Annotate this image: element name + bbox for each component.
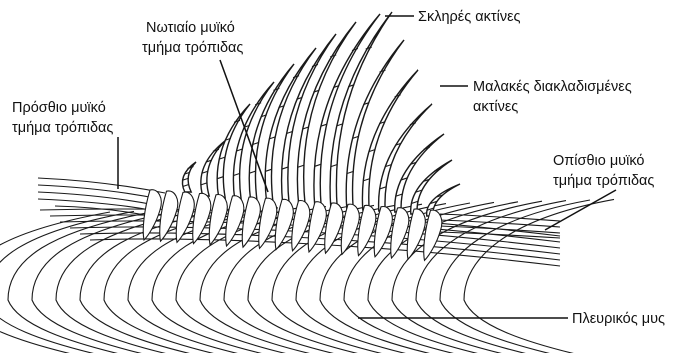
myomere-band xyxy=(0,211,134,353)
label-dorsal-muscle-line1: Νωτιαίο μυϊκό xyxy=(146,20,235,36)
label-posterior-line2: τμήμα τρόπιδας xyxy=(553,173,654,189)
label-soft-rays-line1: Μαλακές διακλαδισμένες xyxy=(473,79,632,95)
label-anterior-line2: τμήμα τρόπιδας xyxy=(12,120,113,136)
label-lateral-muscle: Πλευρικός μυς xyxy=(572,311,665,327)
labels: Σκληρές ακτίνες Νωτιαίο μυϊκό τμήμα τρόπ… xyxy=(12,9,665,327)
leader-posterior xyxy=(545,190,616,230)
keel-muscle-segment xyxy=(193,193,211,243)
keel-muscle-segment xyxy=(226,196,244,246)
posterior-keel-muscle xyxy=(440,214,560,238)
label-posterior-line1: Οπίσθιο μυϊκό xyxy=(553,153,644,169)
keel-muscle-segment xyxy=(176,192,194,242)
keel-muscle-segment xyxy=(242,197,260,247)
soft-ray xyxy=(379,104,432,211)
hard-ray xyxy=(182,162,196,192)
label-soft-rays-line2: ακτίνες xyxy=(473,99,518,115)
label-hard-rays: Σκληρές ακτίνες xyxy=(418,9,521,25)
label-anterior-line1: Πρόσθιο μυϊκό xyxy=(12,100,106,116)
label-dorsal-muscle-line2: τμήμα τρόπιδας xyxy=(142,40,243,56)
body-contour-line xyxy=(80,233,560,260)
keel-muscle-segment xyxy=(259,198,277,248)
soft-ray xyxy=(346,40,404,209)
